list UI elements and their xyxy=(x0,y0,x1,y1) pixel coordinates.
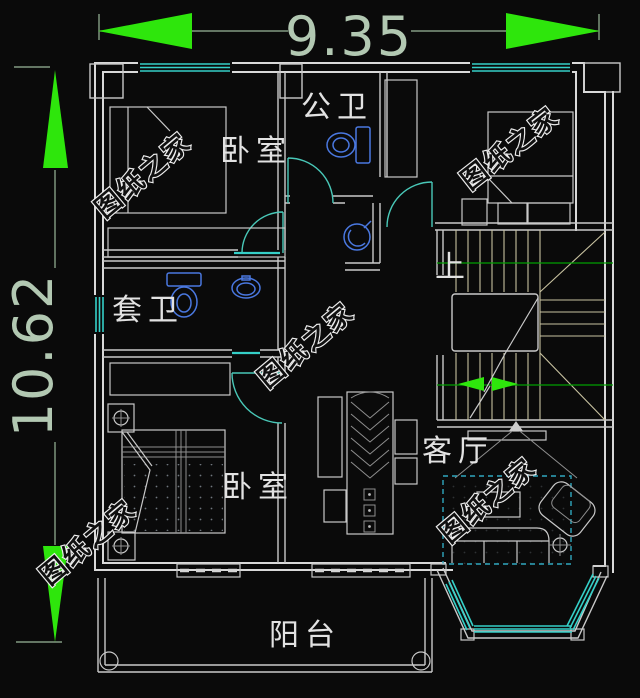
wall-stairwell xyxy=(435,222,613,428)
sliding-windows xyxy=(176,563,411,578)
armchair xyxy=(538,481,596,537)
label-ensuite-bathroom: 套卫 xyxy=(112,293,184,328)
wardrobe-bottom-left xyxy=(109,362,231,396)
arrow-right-icon xyxy=(506,13,600,49)
toilet-ensuite-icon xyxy=(166,272,202,318)
basin-ensuite-icon xyxy=(231,275,261,299)
width-dimension-value: 9.35 xyxy=(285,5,413,68)
watermark: 图纸之家 xyxy=(252,296,361,394)
balcony-column xyxy=(411,651,431,671)
balcony-rail xyxy=(97,578,433,673)
bed-bottom-left xyxy=(107,403,226,561)
watermark: 图纸之家 xyxy=(89,126,198,224)
door-bedroom-top xyxy=(241,211,284,254)
wall-bedroom-bottom xyxy=(277,357,286,563)
basin-hall-icon xyxy=(343,220,372,251)
balcony-column xyxy=(99,651,119,671)
stair-break-line xyxy=(469,297,539,419)
bay-glazing xyxy=(445,573,600,633)
bath-fixtures xyxy=(166,126,372,318)
door-public-bath xyxy=(287,157,334,204)
window-top-left xyxy=(140,63,230,72)
stair-treads-upper xyxy=(455,230,541,420)
door-bedroom-right xyxy=(386,181,433,228)
stair-arrow-left-icon xyxy=(458,377,484,391)
height-dimension-value: 10.62 xyxy=(2,273,65,438)
door-bedroom-bottom xyxy=(231,372,283,424)
window-left xyxy=(95,297,104,332)
sofa-set xyxy=(442,475,596,565)
label-bedroom-top: 卧室 xyxy=(220,134,292,169)
arrow-up-icon xyxy=(43,70,68,168)
wall-ensuite xyxy=(103,257,286,358)
wall-bedroom-top xyxy=(103,72,286,258)
label-public-bathroom: 公卫 xyxy=(301,90,373,125)
wall-basin-niche xyxy=(345,203,381,271)
bed-top-right xyxy=(461,111,574,226)
arrow-left-icon xyxy=(98,13,192,49)
toilet-public-icon xyxy=(326,126,371,164)
balcony xyxy=(97,578,433,673)
label-balcony: 阳台 xyxy=(269,618,341,653)
doors xyxy=(231,157,433,424)
watermarks: 图纸之家 图纸之家 图纸之家 图纸之家 图纸之家 xyxy=(33,99,567,592)
label-bedroom-bottom: 卧室 xyxy=(222,470,294,505)
corner-pillar xyxy=(583,62,621,93)
wall-far-right xyxy=(583,91,614,573)
room-labels: 公卫 卧室 套卫 卧室 客厅 阳台 xyxy=(112,90,494,653)
window-top-right xyxy=(472,63,570,72)
bay-window xyxy=(430,563,609,641)
label-living-room: 客厅 xyxy=(422,434,494,469)
dimension-top: 9.35 xyxy=(98,5,600,68)
stairs-up-label: 上 xyxy=(435,250,465,285)
bed-top-left xyxy=(109,106,227,214)
windows xyxy=(93,61,572,334)
column-block xyxy=(279,63,303,99)
floor-lamp-icon xyxy=(549,534,571,556)
wall-bath-closet xyxy=(379,72,388,177)
tv-decor xyxy=(454,421,578,479)
stair-winders xyxy=(539,231,606,421)
arrow-down-icon xyxy=(43,546,68,642)
dimension-left: 10.62 xyxy=(2,66,68,643)
staircase: 上 xyxy=(435,230,613,421)
dining-table xyxy=(317,391,418,535)
stair-arrow-right-icon xyxy=(492,377,518,391)
closet-top-right xyxy=(384,79,418,178)
wall-right xyxy=(575,62,585,231)
column-block xyxy=(89,63,124,99)
stair-void xyxy=(451,293,539,352)
wall-public-bath xyxy=(285,195,373,204)
furniture xyxy=(107,79,596,565)
wardrobe-top-left xyxy=(107,227,286,258)
watermark: 图纸之家 xyxy=(455,100,566,196)
coffee-table xyxy=(476,491,521,518)
sofa xyxy=(451,527,550,563)
